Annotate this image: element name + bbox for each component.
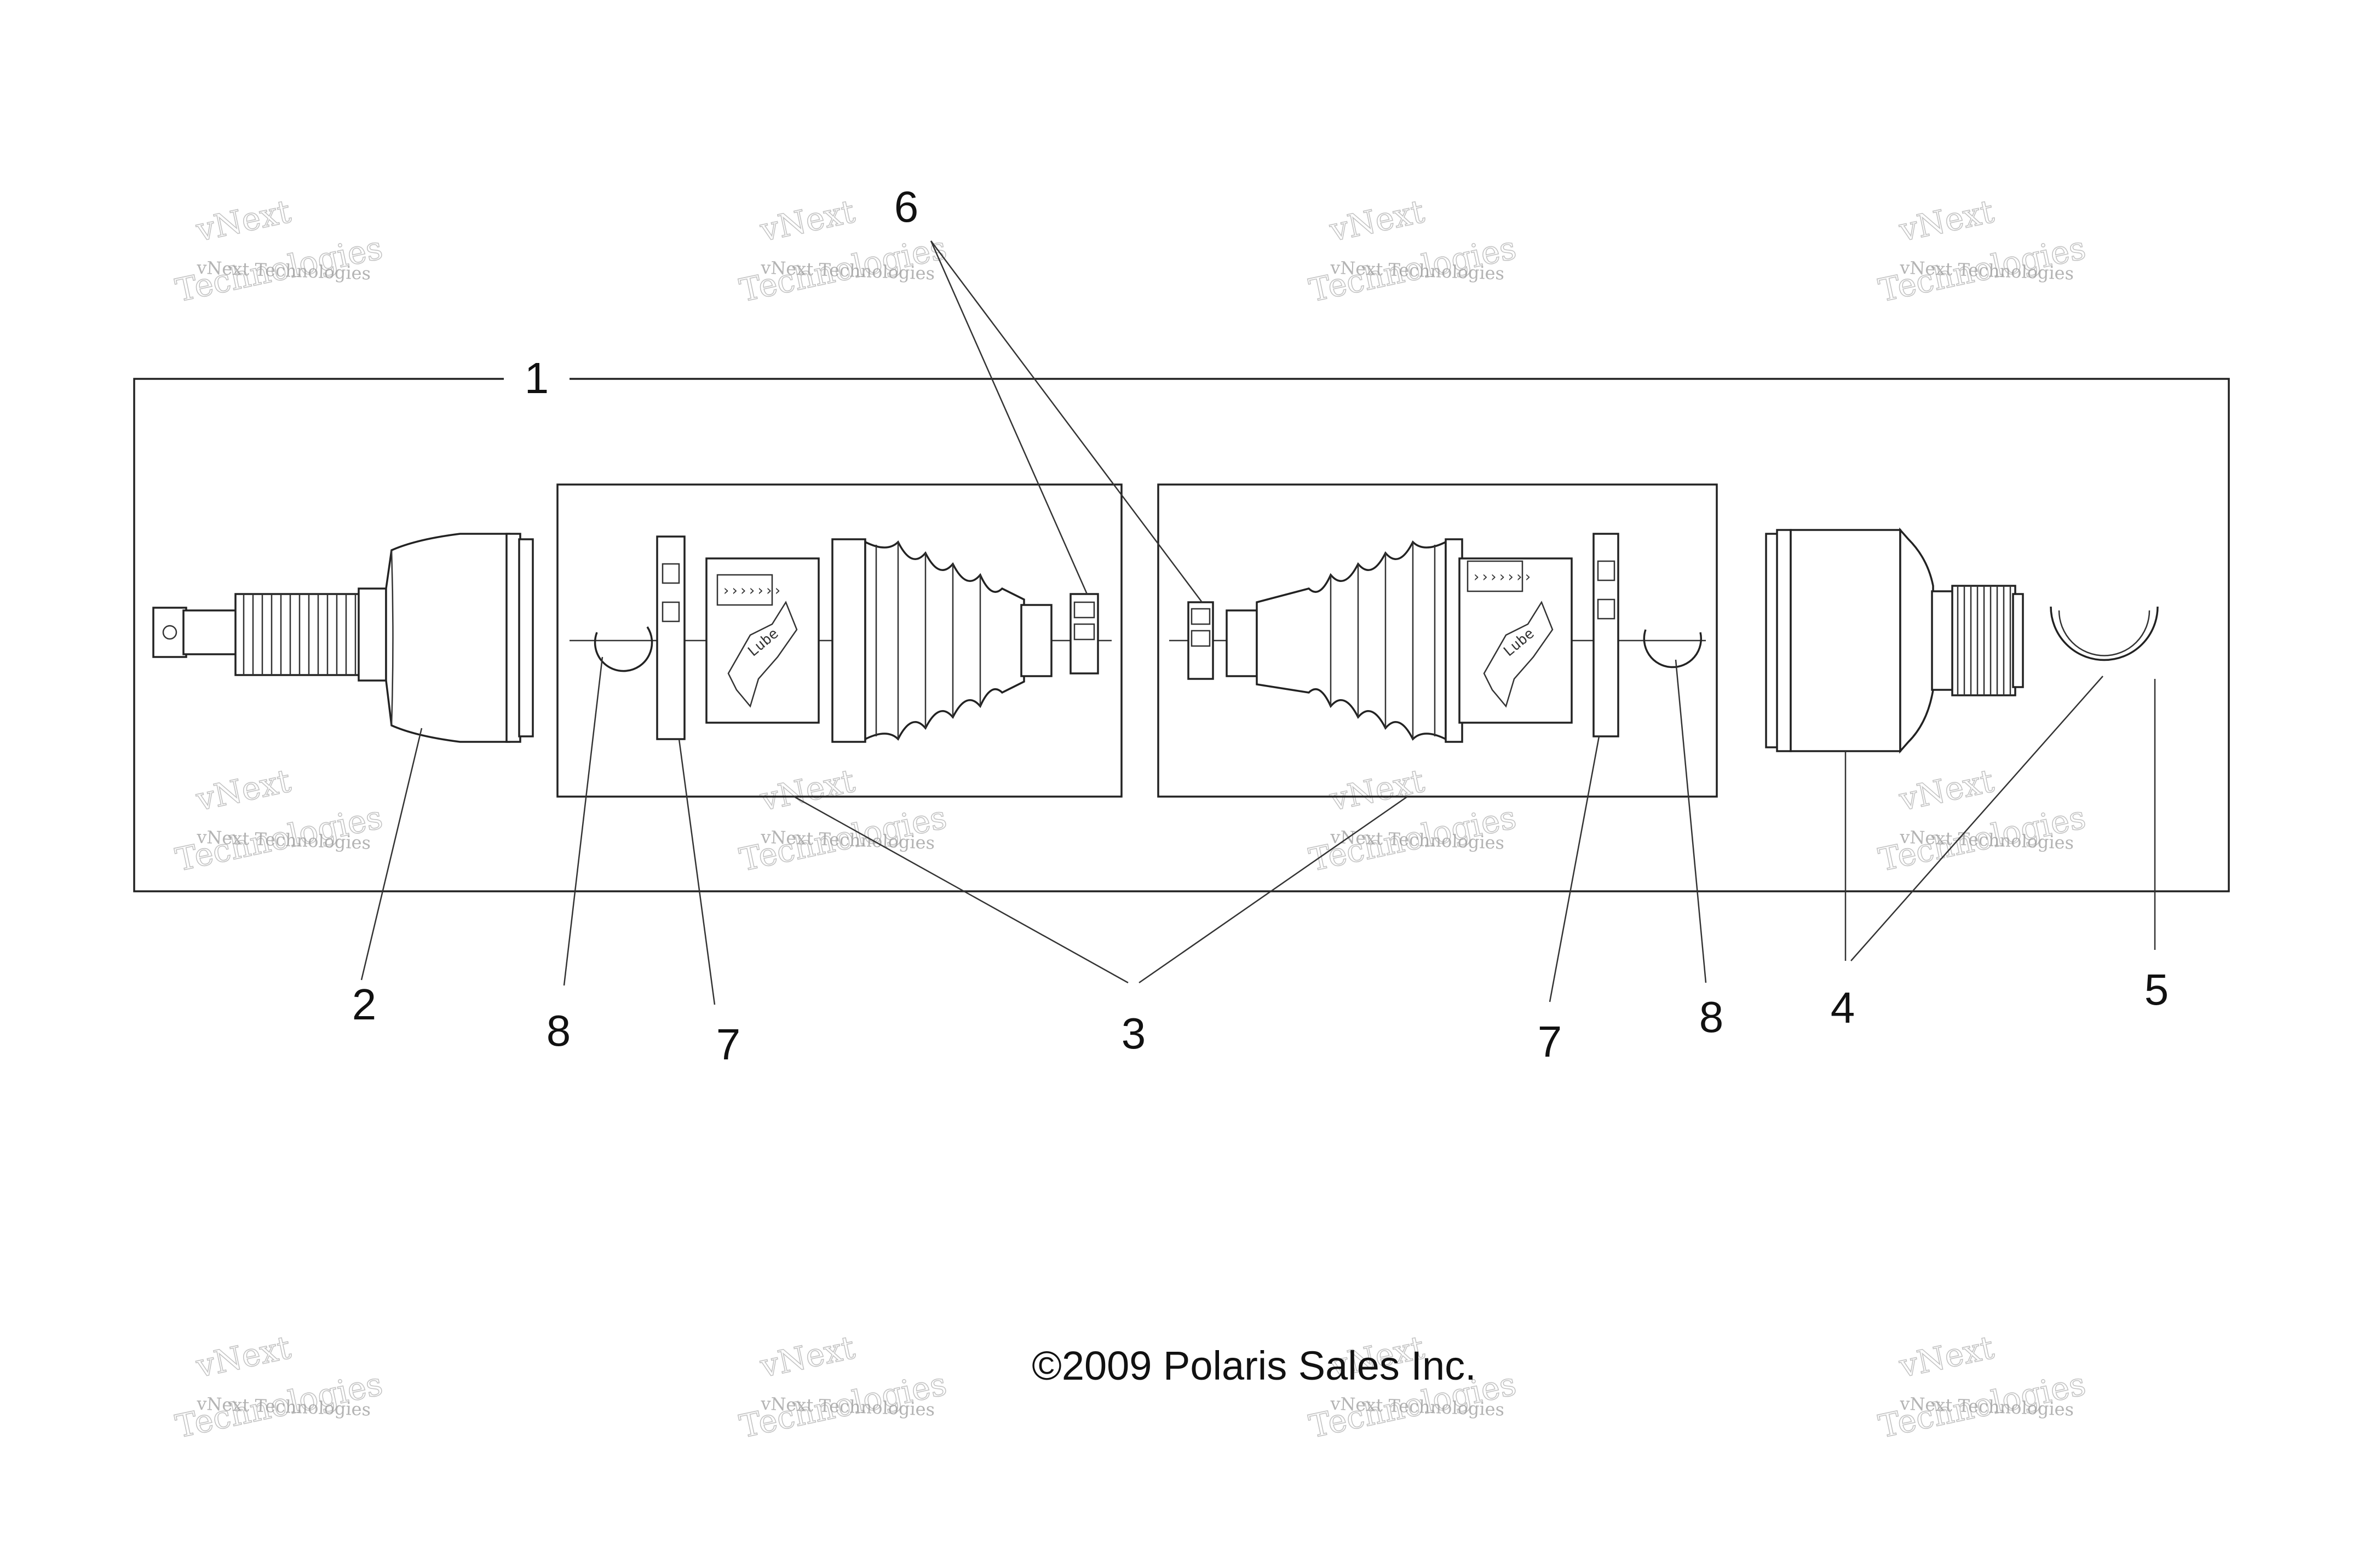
grease-packet-right[interactable]: ››››››› Lube bbox=[1458, 557, 1573, 724]
grease-packet-left[interactable]: ››››››› Lube bbox=[705, 557, 820, 724]
boot-kit-left-box bbox=[556, 483, 1123, 798]
svg-text:vNext: vNext bbox=[193, 1329, 294, 1385]
svg-text:vNext: vNext bbox=[1896, 762, 1997, 818]
cv-boot-left[interactable] bbox=[831, 538, 1053, 743]
callout-8-right[interactable]: 8 bbox=[1699, 993, 1724, 1041]
watermark: vNext Technologies vNext Technologies bbox=[1306, 762, 1520, 879]
callout-5[interactable]: 5 bbox=[2144, 965, 2169, 1014]
svg-text:vNext: vNext bbox=[1896, 193, 1997, 249]
callout-6[interactable]: 6 bbox=[894, 182, 919, 231]
snap-ring[interactable] bbox=[2050, 606, 2159, 661]
svg-text:vNext: vNext bbox=[1326, 193, 1428, 249]
small-clamp-left[interactable] bbox=[656, 535, 686, 740]
cv-boot-right[interactable] bbox=[1226, 538, 1463, 743]
svg-text:vNext: vNext bbox=[1896, 1329, 1997, 1385]
large-clamp-right[interactable] bbox=[1187, 601, 1214, 680]
svg-text:vNext: vNext bbox=[193, 193, 294, 249]
watermark: vNext Technologies vNext Technologies bbox=[1875, 762, 2089, 879]
watermark: vNext Technologies vNext Technologies bbox=[736, 1328, 950, 1446]
watermark: vNext Technologies vNext Technologies bbox=[736, 762, 950, 879]
callout-2[interactable]: 2 bbox=[352, 980, 377, 1029]
copyright-notice: ©2009 Polaris Sales Inc. bbox=[1032, 1343, 1476, 1388]
watermark: vNext Technologies vNext Technologies bbox=[1306, 192, 1520, 310]
circlip-right[interactable] bbox=[1643, 629, 1703, 668]
small-clamp-right[interactable] bbox=[1592, 533, 1619, 737]
callout-7-right[interactable]: 7 bbox=[1538, 1017, 1562, 1066]
callout-3[interactable]: 3 bbox=[1122, 1009, 1146, 1058]
watermark-grid: vNext Technologies vNext Technologies vN… bbox=[172, 192, 2089, 1446]
watermark: vNext Technologies vNext Technologies bbox=[736, 192, 950, 310]
watermark: vNext Technologies vNext Technologies bbox=[172, 192, 386, 310]
svg-text:vNext: vNext bbox=[1326, 762, 1428, 818]
inner-cv-joint[interactable] bbox=[1765, 527, 2024, 754]
callout-4[interactable]: 4 bbox=[1831, 983, 1855, 1032]
watermark: vNext Technologies vNext Technologies bbox=[172, 762, 386, 879]
circlip-left[interactable] bbox=[594, 626, 653, 672]
leader-lines bbox=[360, 240, 2156, 1005]
callout-7-left[interactable]: 7 bbox=[716, 1020, 741, 1069]
svg-text:›››››››: ››››››› bbox=[722, 583, 782, 599]
svg-text:vNext: vNext bbox=[757, 1329, 858, 1385]
svg-text:vNext: vNext bbox=[193, 762, 294, 818]
svg-text:vNext: vNext bbox=[757, 762, 858, 818]
assembly-outline bbox=[133, 378, 2230, 892]
watermark: vNext Technologies vNext Technologies bbox=[172, 1328, 386, 1446]
outer-cv-joint[interactable] bbox=[152, 533, 534, 743]
watermark: vNext Technologies vNext Technologies bbox=[1875, 192, 2089, 310]
svg-text:›››››››: ››››››› bbox=[1472, 569, 1532, 585]
callout-8-left[interactable]: 8 bbox=[547, 1006, 571, 1055]
watermark: vNext Technologies vNext Technologies bbox=[1875, 1328, 2089, 1446]
svg-text:vNext: vNext bbox=[757, 193, 858, 249]
large-clamp-left[interactable] bbox=[1070, 593, 1099, 675]
callout-1[interactable]: 1 bbox=[525, 354, 549, 402]
boot-kit-right-box bbox=[1157, 483, 1718, 798]
